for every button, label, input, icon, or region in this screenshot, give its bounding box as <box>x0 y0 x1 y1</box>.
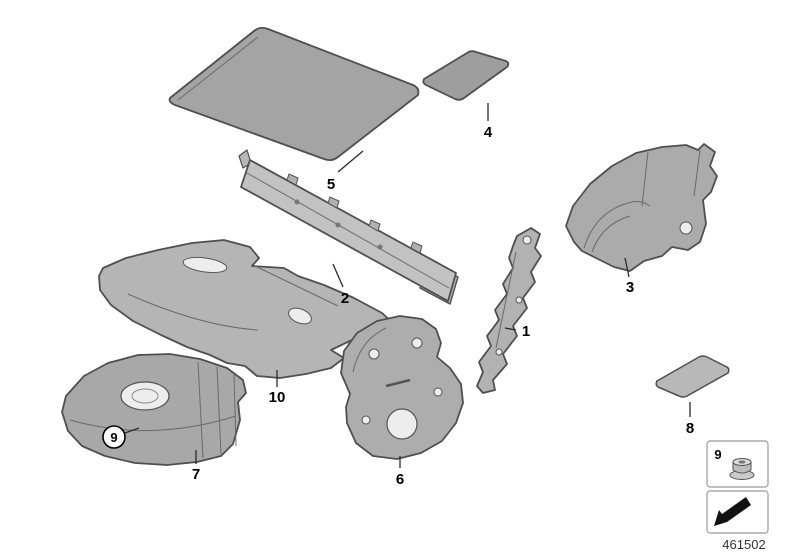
part-6-hole <box>433 387 443 397</box>
part-6-opening <box>386 408 418 440</box>
part-3-arch-line <box>591 215 631 253</box>
callout-9-circle[interactable] <box>102 425 126 449</box>
nut-icon <box>729 458 755 480</box>
legend-9-label: 9 <box>714 447 721 462</box>
part-7-pleat <box>197 361 204 459</box>
part-4-shape[interactable] <box>422 50 510 101</box>
part-1-hole <box>522 235 532 245</box>
leader-3 <box>624 257 630 278</box>
part-1-fold-line <box>495 251 517 349</box>
part-label-5[interactable]: 5 <box>327 176 335 193</box>
direction-arrow-icon <box>714 497 751 526</box>
part-6-hole <box>411 337 423 349</box>
leader-2 <box>332 263 344 288</box>
part-2-bulkhead-rail[interactable] <box>238 149 459 305</box>
part-10-opening <box>288 307 312 325</box>
part-6-slot <box>385 378 411 388</box>
legend-fastener-box[interactable]: 9 <box>706 440 769 488</box>
part-3-hole <box>679 221 693 235</box>
part-label-3[interactable]: 3 <box>626 279 634 296</box>
part-2-hole <box>377 244 383 250</box>
part-label-6[interactable]: 6 <box>396 471 404 488</box>
part-8-insulation-pad[interactable] <box>655 355 730 398</box>
part-10-contour <box>127 293 259 331</box>
part-label-8[interactable]: 8 <box>686 420 694 437</box>
doc-number: 461502 <box>722 537 765 552</box>
part-3-shape[interactable] <box>565 143 718 272</box>
part-2-tab <box>368 219 381 232</box>
part-6-door-insulation[interactable] <box>340 315 464 460</box>
part-label-1[interactable]: 1 <box>522 323 530 340</box>
part-3-fold-line <box>693 149 701 197</box>
part-6-contour <box>352 327 387 373</box>
part-10-opening <box>182 256 228 274</box>
legend-direction-box[interactable] <box>706 490 769 534</box>
leader-lines <box>124 103 691 468</box>
part-2-tab <box>286 173 299 186</box>
part-label-10[interactable]: 10 <box>269 389 286 406</box>
part-4-insulation-pad[interactable] <box>422 50 510 101</box>
callout-9-label: 9 <box>110 430 117 445</box>
part-7-pleat <box>233 374 237 447</box>
part-3-side-wall-insulation[interactable] <box>565 143 718 272</box>
part-10-contour <box>254 265 339 307</box>
part-3-arch-line <box>583 201 651 249</box>
leader-5 <box>337 150 364 173</box>
part-7-opening-detail <box>131 388 159 404</box>
part-label-7[interactable]: 7 <box>192 466 200 483</box>
part-8-shape[interactable] <box>655 355 730 398</box>
part-2-hole <box>294 199 300 205</box>
part-5-roof-insulation[interactable] <box>168 26 420 162</box>
part-7-opening <box>120 381 170 411</box>
part-2-tab <box>327 196 340 209</box>
circled-callout-9[interactable]: 9 <box>102 425 126 449</box>
part-1-hole <box>495 348 503 356</box>
part-2-hole <box>335 222 341 228</box>
part-1-hole <box>515 296 523 304</box>
part-5-shape[interactable] <box>168 26 420 162</box>
part-2-fold-line <box>246 172 450 289</box>
part-1-shape[interactable] <box>476 227 542 394</box>
part-label-2[interactable]: 2 <box>341 290 349 307</box>
leader-1 <box>504 327 517 331</box>
part-label-4[interactable]: 4 <box>484 124 493 141</box>
part-7-pleat <box>216 366 222 455</box>
part-6-hole <box>368 348 380 360</box>
part-6-hole <box>361 415 371 425</box>
part-2-tab <box>410 241 423 254</box>
part-7-engine-insulation[interactable] <box>61 353 247 466</box>
leader-9 <box>124 427 140 434</box>
part-1-pillar-insulation[interactable] <box>476 227 542 394</box>
part-5-edge-detail <box>177 36 259 101</box>
part-7-contour <box>69 415 237 432</box>
part-3-fold-line <box>641 151 649 207</box>
